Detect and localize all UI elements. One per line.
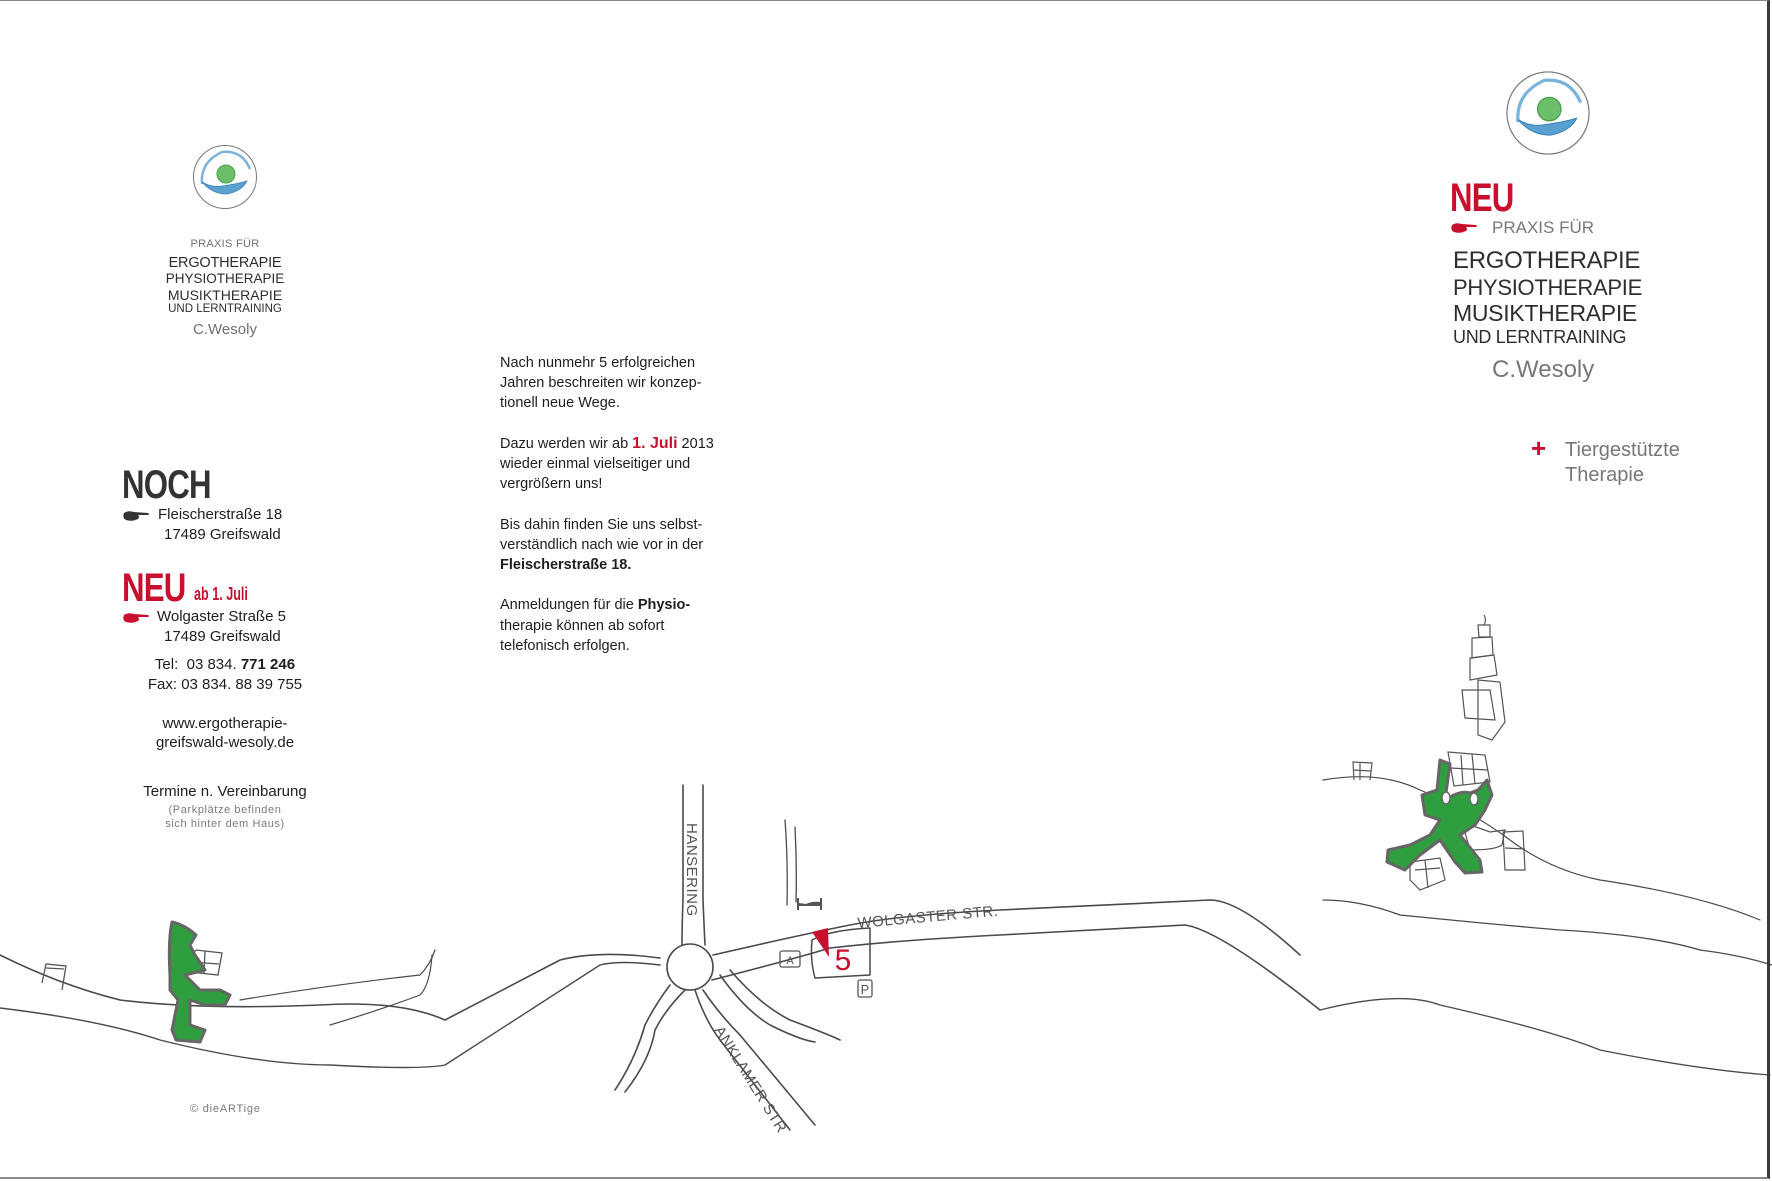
new-address-city: 17489 Greifswald — [164, 628, 281, 645]
location-pointer-icon — [812, 928, 829, 957]
highlight-date: 1. Juli — [632, 434, 678, 452]
hotel-bed-icon — [797, 898, 822, 910]
plus-icon: + — [1531, 433, 1547, 463]
parking-icon: P — [857, 979, 873, 998]
tel-prefix: 03 834. — [186, 656, 237, 673]
new-address-heading: NEU — [122, 566, 186, 610]
paragraph-4: Anmeldungen für die Physio- therapie kön… — [500, 597, 691, 654]
service-musiktherapie: MUSIKTHERAPIE — [1453, 300, 1637, 326]
tel-label: Tel: — [154, 656, 179, 673]
practice-logo-small — [193, 145, 257, 209]
paragraph-3: Bis dahin finden Sie uns selbst- verstän… — [500, 516, 704, 573]
fax-number: 03 834. 88 39 755 — [181, 676, 303, 693]
service-physiotherapie: PHYSIOTHERAPIE — [165, 271, 285, 286]
service-physiotherapie: PHYSIOTHERAPIE — [1453, 275, 1642, 300]
street-label-hansering: HANSERING — [683, 823, 700, 917]
copyright: © dieARTige — [190, 1103, 261, 1115]
svg-text:A: A — [786, 955, 794, 967]
owner-name: C.Wesoly — [1492, 356, 1595, 383]
frog-left-illustration — [167, 920, 232, 1044]
street-label-wolgaster: WOLGASTER STR. — [857, 903, 999, 932]
website-line-2[interactable]: greifswald-wesoly.de — [155, 734, 295, 751]
old-address-street: Fleischerstraße 18 — [158, 506, 283, 523]
new-address-date: ab 1. Juli — [194, 584, 248, 604]
announcement-text: Nach nunmehr 5 erfolgreichen Jahren besc… — [500, 353, 760, 676]
pharmacy-icon: A — [779, 950, 801, 968]
pointing-hand-icon — [123, 613, 149, 623]
pointing-hand-icon — [1451, 223, 1477, 233]
svg-text:P: P — [861, 982, 870, 997]
telephone: Tel: 03 834. 771 246 — [120, 655, 330, 675]
appointments-note: Termine n. Vereinbarung — [143, 783, 307, 800]
parking-note-line-1: (Parkplätze befinden — [168, 804, 282, 816]
service-ergotherapie: ERGOTHERAPIE — [1453, 247, 1641, 274]
destination-number: 5 — [835, 944, 852, 977]
fax-label: Fax: — [147, 676, 178, 693]
paragraph-1: Nach nunmehr 5 erfolgreichen Jahren besc… — [500, 355, 702, 412]
frog-right-illustration — [1385, 758, 1494, 875]
tel-number: 771 246 — [240, 656, 296, 673]
praxis-label: PRAXIS FÜR — [190, 238, 260, 250]
service-lerntraining: UND LERNTRAINING — [1453, 327, 1627, 347]
practice-logo-large — [1506, 71, 1590, 155]
service-lerntraining: UND LERNTRAINING — [168, 303, 282, 315]
service-musiktherapie: MUSIKTHERAPIE — [167, 287, 283, 303]
old-address-city: 17489 Greifswald — [164, 526, 281, 543]
parking-note-line-2: sich hinter dem Haus) — [165, 818, 285, 830]
animal-assisted-therapy: Tiergestützte Therapie — [1565, 439, 1680, 486]
old-address-heading: NOCH — [122, 463, 212, 507]
new-heading: NEU — [1450, 176, 1514, 220]
new-address-street: Wolgaster Straße 5 — [157, 608, 286, 625]
praxis-label: PRAXIS FÜR — [1492, 218, 1595, 237]
website-line-1[interactable]: www.ergotherapie- — [162, 715, 288, 732]
paragraph-2: Dazu werden wir ab 1. Juli 2013 wieder e… — [500, 434, 714, 493]
service-ergotherapie: ERGOTHERAPIE — [168, 255, 282, 271]
pointing-hand-icon — [123, 511, 149, 521]
owner-name: C.Wesoly — [193, 321, 257, 338]
fax: Fax: 03 834. 88 39 755 — [120, 675, 330, 695]
